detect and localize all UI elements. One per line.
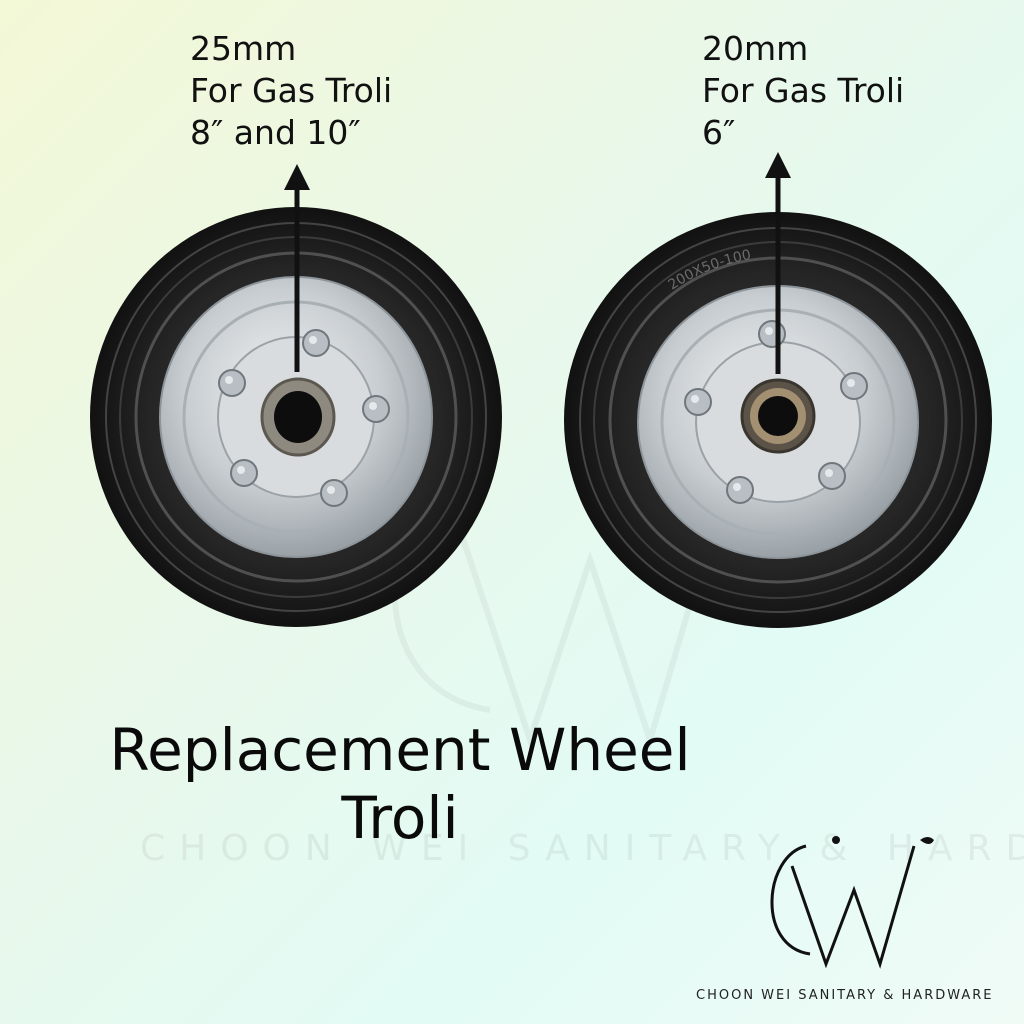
left-wheel-label: 25mm For Gas Troli 8″ and 10″ [190, 28, 392, 154]
product-title-line2: Troli [341, 784, 459, 852]
right-wheel-label: 20mm For Gas Troli 6″ [702, 28, 904, 154]
right-usage: For Gas Troli [702, 71, 905, 110]
product-title-line1: Replacement Wheel [109, 716, 691, 784]
right-sizes: 6″ [702, 113, 736, 152]
brand-logo-icon [770, 836, 934, 969]
left-wheel-image [90, 207, 502, 627]
left-sizes: 8″ and 10″ [190, 113, 361, 152]
watermark-text: CHOON WEI SANITARY & HARDWARE [140, 828, 1024, 869]
left-usage: For Gas Troli [190, 71, 393, 110]
left-up-arrow-icon [284, 164, 310, 372]
right-bore-size: 20mm [702, 29, 809, 68]
brand-name: CHOON WEI SANITARY & HARDWARE [696, 988, 994, 1003]
right-wheel-image: 200X50-100 [564, 212, 992, 628]
product-title: Replacement Wheel Troli [0, 716, 800, 852]
right-up-arrow-icon [765, 152, 791, 374]
left-bore-size: 25mm [190, 29, 297, 68]
